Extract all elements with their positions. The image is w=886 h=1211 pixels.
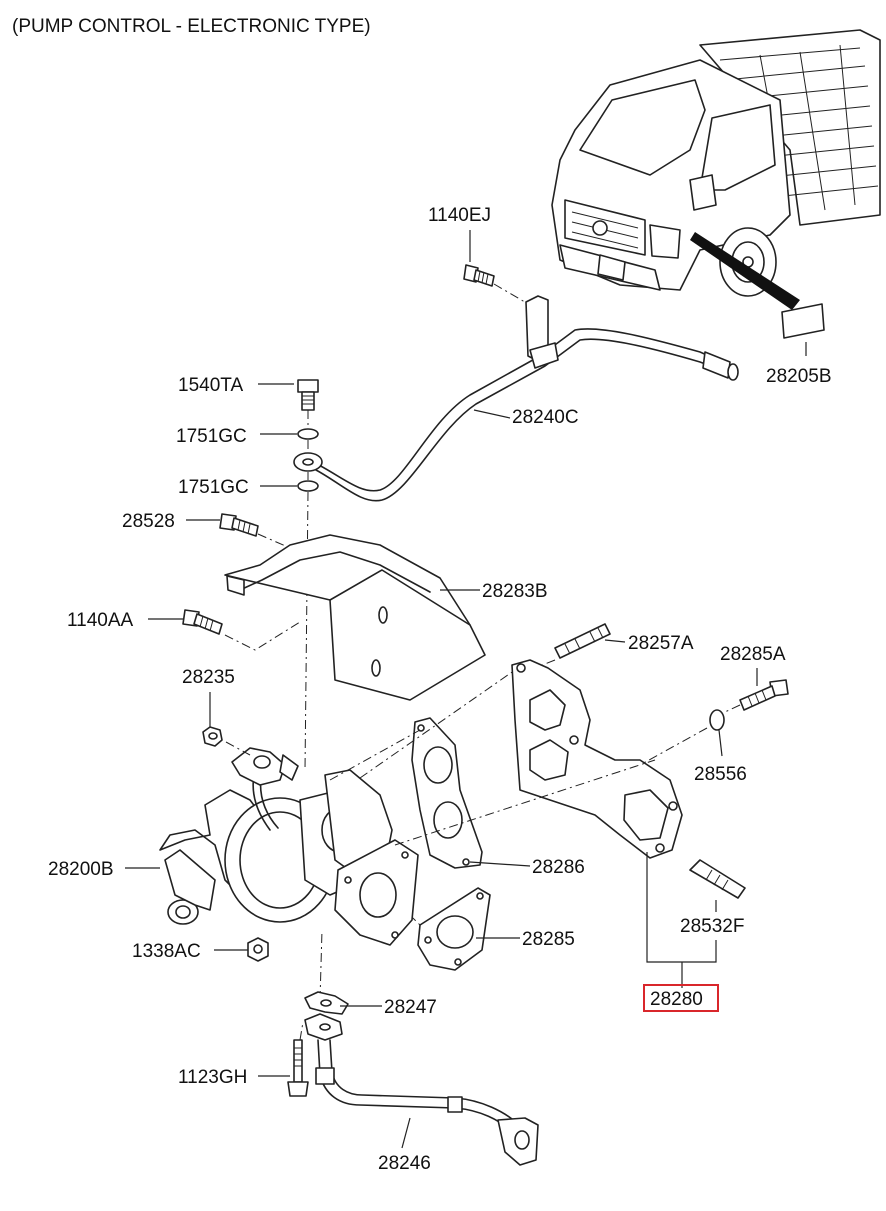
- gasket-28286: [411, 717, 483, 869]
- bolt-1540ta: [297, 379, 319, 411]
- label-28257a: 28257A: [628, 633, 694, 654]
- label-28286: 28286: [532, 857, 585, 878]
- pipe-28246: [304, 1013, 539, 1166]
- pipe-28240c: [293, 295, 739, 502]
- nut-1338ac: [247, 937, 269, 962]
- label-1123gh: 1123GH: [178, 1067, 247, 1088]
- label-28200b: 28200B: [48, 859, 114, 880]
- manifold-28280: [511, 659, 683, 859]
- label-28532f: 28532F: [680, 916, 744, 937]
- bolt-28285a: [739, 679, 789, 711]
- label-1540ta: 1540TA: [178, 375, 243, 396]
- label-28556: 28556: [694, 764, 747, 785]
- label-28285a: 28285A: [720, 644, 786, 665]
- heat-shield-28283b: [224, 534, 486, 701]
- bolt-28528: [219, 513, 259, 537]
- stud-28257a: [554, 623, 611, 659]
- label-28285: 28285: [522, 929, 575, 950]
- label-1140ej: 1140EJ: [428, 205, 491, 226]
- washer-1751gc-a: [297, 428, 319, 440]
- label-28240c: 28240C: [512, 407, 579, 428]
- gasket-28247: [304, 991, 349, 1015]
- highlight-box-28280: [643, 984, 719, 1012]
- label-1338ac: 1338AC: [132, 941, 201, 962]
- label-28528: 28528: [122, 511, 175, 532]
- label-1140aa: 1140AA: [67, 610, 134, 631]
- truck-illustration: [551, 29, 881, 339]
- turbocharger-28200b: [159, 747, 419, 946]
- bolt-1140ej: [463, 264, 495, 287]
- label-28235: 28235: [182, 667, 235, 688]
- label-1751gc-b: 1751GC: [178, 477, 249, 498]
- label-28246: 28246: [378, 1153, 431, 1174]
- stud-28532f: [689, 859, 746, 899]
- label-28280[interactable]: 28280: [650, 989, 703, 1010]
- label-28205b: 28205B: [766, 366, 832, 387]
- bolt-1123gh: [287, 1039, 309, 1097]
- gasket-28285: [417, 887, 491, 971]
- bolt-1140aa: [182, 609, 223, 635]
- label-28247: 28247: [384, 997, 437, 1018]
- washer-28556: [709, 709, 725, 731]
- nut-28235: [202, 726, 223, 747]
- diagram-title: (PUMP CONTROL - ELECTRONIC TYPE): [12, 16, 371, 37]
- label-28283b: 28283B: [482, 581, 548, 602]
- washer-1751gc-b: [297, 480, 319, 492]
- label-1751gc-a: 1751GC: [176, 426, 247, 447]
